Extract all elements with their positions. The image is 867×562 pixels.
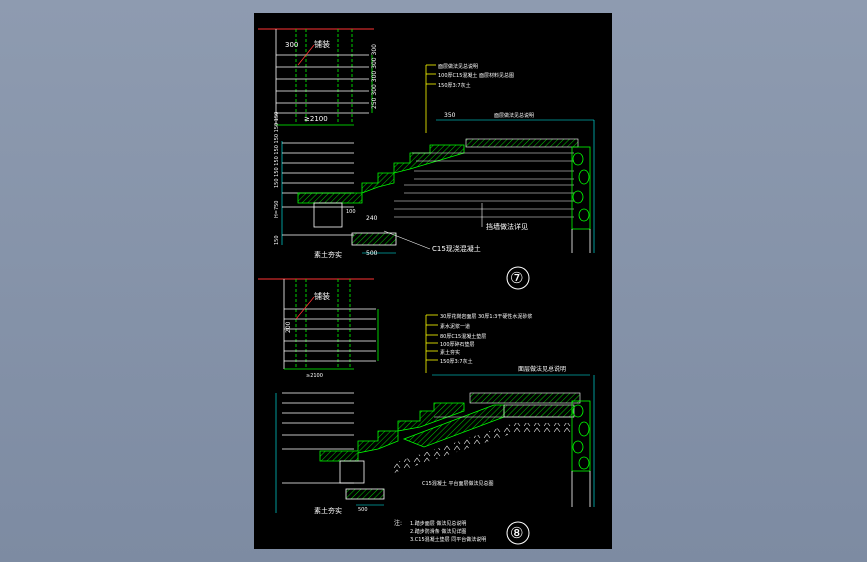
section7-left-dims: 150 150 150 150 150 150 150 [274, 112, 280, 188]
section8-steps [319, 402, 574, 500]
detail-8-bubble [506, 521, 530, 545]
section8-callout-3: 80厚C15混凝土垫层 [440, 333, 486, 340]
plan8-leader [295, 296, 315, 320]
plan7-paving-label: 铺装 [314, 39, 330, 49]
plan8-dim-200: 200 [285, 321, 292, 333]
cad-drawing: 300 铺装 ≥2100 250 300 300 300 300 面层做法见总说… [258, 28, 595, 545]
section7-wall [313, 202, 343, 228]
section8-callout-2: 素水泥浆一道 [440, 323, 470, 330]
section7-platform [394, 120, 595, 253]
detail-7-bubble [506, 266, 530, 290]
plan-view-8 [283, 279, 379, 370]
plan7-width-dim: ≥2100 [304, 115, 328, 123]
section7-depth-label: 100 [346, 209, 356, 215]
section7-step-lines [282, 142, 354, 236]
section7-callout-2: 100厚C15混凝土 面层材料见总图 [438, 72, 514, 79]
section7-footing-dim: 500 [366, 250, 378, 257]
section7-soil-label: 素土夯实 [314, 250, 342, 259]
section8-stone-wall [571, 400, 591, 472]
plan8-width-dim: ≥2100 [306, 373, 323, 379]
detail-8: 铺装 200 ≥2100 30厚花岗岩面层 30厚1:3干硬性水泥砂浆 素水泥浆… [258, 278, 595, 545]
plan8-paving-label: 铺装 [314, 291, 330, 301]
section7-left-dim-b: H=750 [274, 201, 280, 219]
section7-stone-wall [571, 146, 591, 230]
section8-callouts: 30厚花岗岩面层 30厚1:3干硬性水泥砂浆 素水泥浆一道 80厚C15混凝土垫… [425, 313, 532, 373]
plan7-leader [297, 44, 315, 66]
section8-soil-label: 素土夯实 [314, 506, 342, 515]
detail-7: 300 铺装 ≥2100 250 300 300 300 300 面层做法见总说… [258, 28, 595, 290]
section7-callout-3: 150厚3:7灰土 [438, 82, 471, 89]
section8-callout-4: 100厚碎石垫层 [440, 341, 475, 348]
note-3: 3.C15混凝土垫层 同平台做法说明 [410, 536, 486, 543]
notes-title: 注: [394, 519, 402, 527]
section8-bottom-note: C15混凝土 平台面层做法见总图 [422, 480, 493, 487]
section7-top-note: 面层做法见总说明 [494, 112, 534, 119]
section8-step-lines [282, 392, 354, 484]
section7-wall-label: 挡墙做法详见 [486, 222, 528, 231]
detail-8-label: ⑧ [510, 524, 523, 542]
section7-callouts: 面层做法见总说明 100厚C15混凝土 面层材料见总图 150厚3:7灰土 [425, 63, 514, 133]
section7-footing [351, 232, 397, 246]
note-2: 2.踏步防滑条 做法见详图 [410, 528, 466, 535]
cad-drawing-sheet: 300 铺装 ≥2100 250 300 300 300 300 面层做法见总说… [254, 13, 612, 549]
section7-steps: 240 100 500 [297, 144, 465, 257]
section7-foundation-label: C15现浇混凝土 [432, 244, 481, 253]
section8-top-note: 面层做法见总说明 [518, 365, 566, 373]
section8-callout-5: 素土夯实 [440, 349, 460, 356]
detail-7-label: ⑦ [510, 269, 523, 287]
plan7-right-dims: 250 300 300 300 300 [371, 44, 378, 109]
note-1: 1.踏步面层 做法见总说明 [410, 520, 466, 527]
section7-top-dim: 350 [444, 112, 456, 119]
section8-callout-1: 30厚花岗岩面层 30厚1:3干硬性水泥砂浆 [440, 313, 532, 320]
plan7-dim-300: 300 [285, 41, 298, 49]
plan-view-7 [275, 29, 373, 126]
section7-left-dim-c: 150 [274, 235, 280, 245]
section7-footing-w: 240 [366, 215, 378, 222]
section7-callout-1: 面层做法见总说明 [438, 63, 478, 70]
section8-footing [345, 488, 385, 500]
section8-callout-6: 150厚3:7灰土 [440, 358, 473, 365]
notes: 注: 1.踏步面层 做法见总说明 2.踏步防滑条 做法见详图 3.C15混凝土垫… [394, 519, 486, 543]
section8-footing-dim: 500 [358, 507, 368, 513]
section8-platform [434, 375, 595, 507]
